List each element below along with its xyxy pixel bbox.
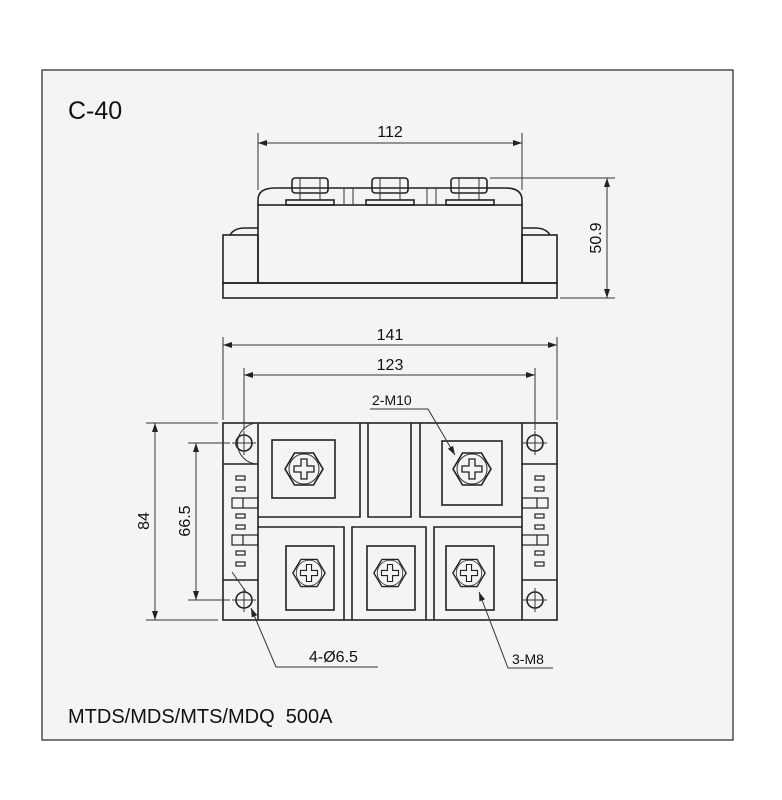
top-view-body	[222, 422, 558, 621]
model-caption: MTDS/MDS/MTS/MDQ 500A	[68, 706, 333, 728]
terminal-pad	[441, 440, 503, 506]
side-view-top-cover	[257, 187, 523, 205]
side-view-nuts	[285, 177, 495, 206]
dim-label-hole-spacing-width: 66.5	[177, 505, 194, 536]
callout-mounting-holes: 4-Ø6.5	[309, 649, 358, 666]
callout-aux-terminals: 3-M8	[512, 651, 544, 667]
drawing-frame	[41, 69, 734, 741]
dim-label-hole-spacing-length: 123	[377, 357, 404, 374]
terminal-pad	[271, 439, 336, 499]
dim-label-overall-width: 84	[136, 512, 153, 530]
dim-label-overall-length: 141	[377, 327, 404, 344]
callout-main-terminals: 2-M10	[372, 392, 412, 408]
side-view	[222, 133, 615, 299]
terminal-pad	[366, 545, 416, 611]
side-view-base	[222, 282, 558, 299]
leader-3-m8	[478, 591, 553, 669]
dim-label-top-width: 112	[377, 124, 403, 141]
terminal-pad	[285, 545, 335, 611]
leader-2-m10	[370, 408, 456, 456]
dim-label-height: 50.9	[588, 222, 605, 253]
leader-4-hole	[250, 607, 378, 668]
terminal-pad	[445, 545, 495, 611]
top-view	[146, 337, 558, 669]
drawing-title: C-40	[68, 97, 122, 125]
